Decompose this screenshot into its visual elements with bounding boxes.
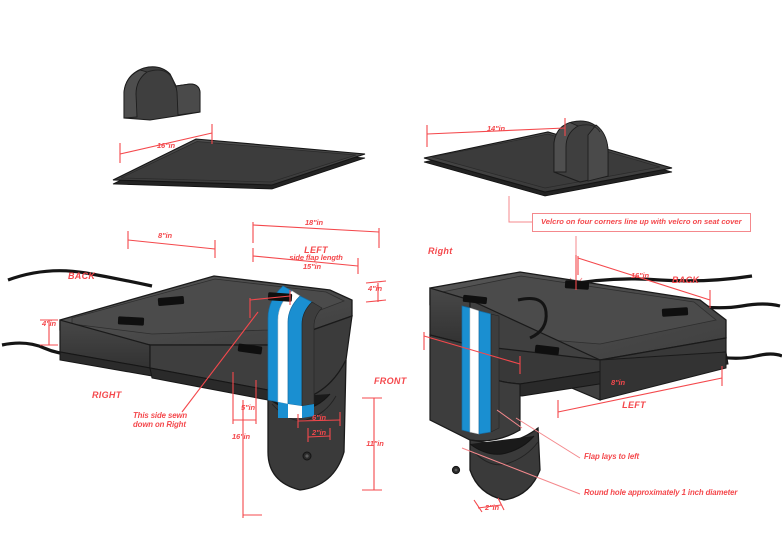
note-sewn-down-line2: down on Right	[133, 420, 186, 429]
dims-assembly-left	[40, 222, 387, 518]
dim-label-nose-2-right: 2"in	[485, 503, 499, 512]
flat-pad-left	[112, 138, 366, 190]
note-flap-lays-to-left: Flap lays to left	[584, 452, 640, 461]
callout-velcro-note: Velcro on four corners line up with velc…	[532, 213, 751, 232]
label-orientation-right-left: RIGHT	[92, 390, 122, 400]
hump-piece-right	[553, 120, 609, 183]
assembly-left	[1, 269, 353, 491]
dim-label-edge-4-right: 4"in	[368, 284, 382, 293]
note-leaders-right	[461, 409, 581, 495]
label-orientation-left-right: LEFT	[622, 400, 646, 410]
dim-pad-left-16	[119, 124, 213, 163]
dim-pad-right-14	[426, 118, 566, 147]
dim-label-drop-16: 16"in	[231, 432, 251, 441]
dim-label-side-flap-15: 15"in	[302, 262, 322, 271]
dim-label-left-8-right: 8"in	[611, 378, 625, 387]
label-orientation-front-left: FRONT	[374, 376, 407, 386]
dim-label-pad-left-16: 16"in	[156, 141, 176, 150]
dim-label-back-16-right: 16"in	[630, 271, 650, 280]
dim-label-drop-5: 5"in	[241, 403, 255, 412]
hump-piece-left	[123, 66, 201, 121]
dim-label-nose-6: 6"in	[312, 413, 326, 422]
dim-label-nose-11: 11"in	[366, 439, 384, 448]
dim-label-nose-2: 2"in	[312, 428, 326, 437]
dim-label-top-18: 18"in	[304, 218, 324, 227]
label-orientation-back-right: BACK	[672, 275, 700, 285]
label-orientation-left-left: LEFT	[304, 245, 328, 255]
label-orientation-right-right: Right	[428, 246, 453, 256]
dims-assembly-right	[423, 255, 723, 513]
label-side-flap-length: side flap length	[289, 253, 343, 262]
assembly-right	[429, 271, 782, 501]
dim-label-edge-4-left: 4"in	[42, 319, 56, 328]
dim-label-pad-right-14: 14"in	[486, 124, 506, 133]
note-sewn-down-line1: This side sewn	[133, 411, 188, 420]
label-orientation-back-left: BACK	[68, 271, 96, 281]
flat-pad-right	[423, 131, 673, 197]
dim-label-back-flap-8: 8"in	[158, 231, 172, 240]
note-round-hole-diameter: Round hole approximately 1 inch diameter	[584, 488, 738, 497]
